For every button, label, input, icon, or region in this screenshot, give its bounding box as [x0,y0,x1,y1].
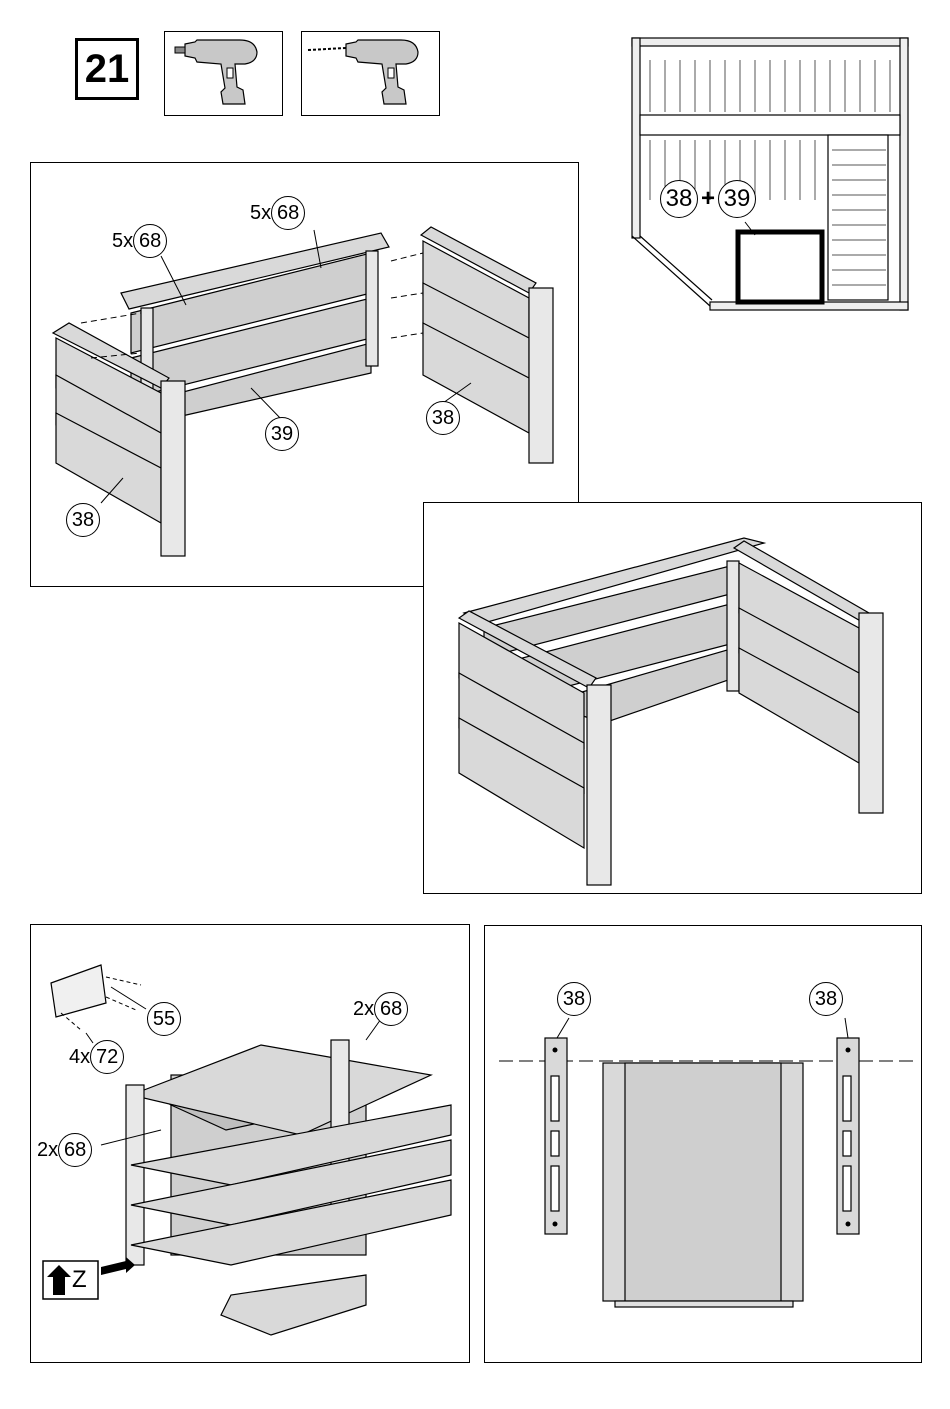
callout-5x-68-left: 5x 68 [112,224,167,258]
overview-highlight-box [738,232,822,302]
overview-callout: 38 + 39 [660,180,756,218]
part-39-circle: 39 [265,417,299,451]
callout-part: 68 [271,196,305,230]
callout-qty: 2x [37,1139,58,1162]
part-68-circle: 68 [374,992,408,1026]
label-part-38-right: 38 [426,401,460,435]
label-part-38-left: 38 [66,503,100,537]
overview-part-38: 38 [660,180,698,218]
part-72-circle: 72 [90,1040,124,1074]
callout-5x-68-right: 5x 68 [250,196,305,230]
box-insert-drawing [31,925,471,1364]
panel-box-insert [30,924,470,1363]
callout-2x-68-left: 2x 68 [37,1133,92,1167]
callout-qty: 5x [112,230,133,253]
label-part-39: 39 [265,417,299,451]
callout-qty: 4x [69,1046,90,1069]
front-view-drawing [485,926,923,1364]
part-38-circle: 38 [426,401,460,435]
callout-qty: 5x [250,202,271,225]
part-38-circle: 38 [809,982,843,1016]
callout-4x-72: 4x 72 [69,1040,124,1074]
label-plate [51,965,106,1017]
part-68-circle: 68 [58,1133,92,1167]
callout-part: 68 [133,224,167,258]
assembled-drawing [424,503,923,895]
overview-part-39: 39 [718,180,756,218]
label-part-38-front-right: 38 [809,982,843,1016]
part-38-circle: 38 [66,503,100,537]
panel-assembled [423,502,922,894]
part-55-circle: 55 [147,1002,181,1036]
callout-55: 55 [147,1002,181,1036]
overview-plus: + [701,185,715,213]
panel-front-view [484,925,922,1363]
callout-2x-68-top: 2x 68 [353,992,408,1026]
part-38-circle: 38 [557,982,591,1016]
arrow-label: Z [72,1266,87,1294]
label-part-38-front-left: 38 [557,982,591,1016]
callout-qty: 2x [353,998,374,1021]
